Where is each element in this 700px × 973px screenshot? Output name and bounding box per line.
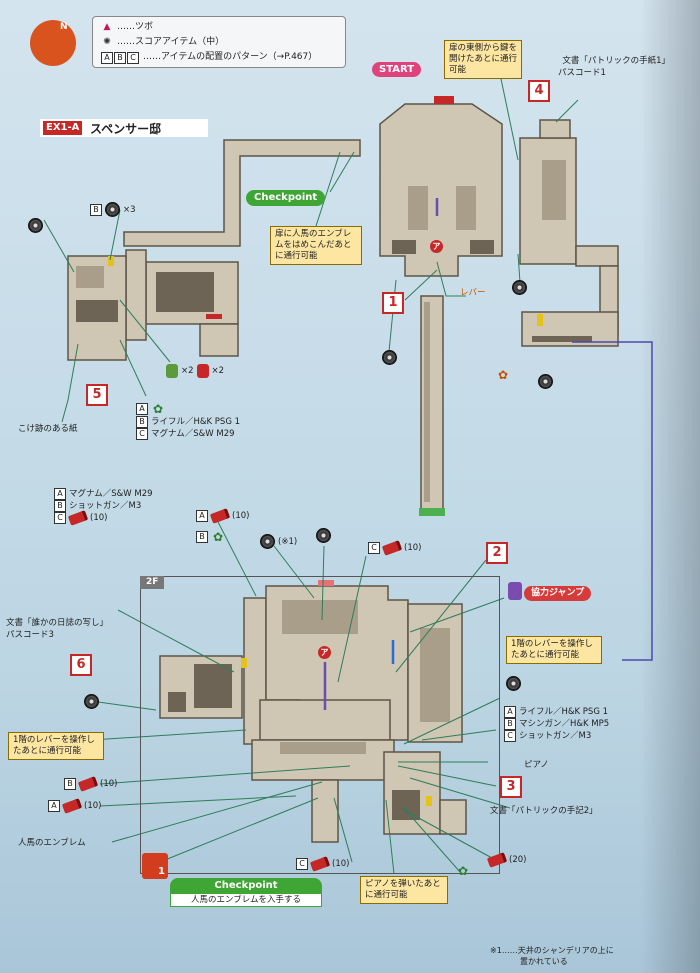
- northwest-corridor: [123, 139, 361, 247]
- footnote: ※1……天井のシャンデリアの上に 置かれている: [490, 946, 614, 966]
- doc3-label: 文書「誰かの日誌の写し」: [6, 618, 109, 628]
- note-east-door: 扉の東側から鍵を開けたあとに通行可能: [444, 40, 522, 79]
- herb-icon: ✿: [152, 402, 164, 416]
- compass-north-label: N: [60, 22, 68, 32]
- compass-icon: [30, 20, 76, 66]
- item-c-ammo: C (10): [368, 540, 421, 556]
- marker-6: 6: [70, 654, 92, 676]
- item-a-ammo: A (10): [196, 508, 249, 524]
- section-title-bar: EX1-A スペンサー邸: [40, 119, 208, 137]
- checkpoint-2f: Checkpoint 人馬のエンブレムを入手する: [170, 878, 322, 907]
- ammo-icon: [61, 798, 83, 814]
- start-marker: START: [372, 62, 422, 77]
- coop-jump-icon: [508, 582, 522, 600]
- score-item-icon: [28, 218, 43, 233]
- item-a-herb: A ✿: [136, 402, 165, 416]
- item-ammo-20: (20): [486, 852, 526, 868]
- handgun-marker: 1: [142, 853, 168, 879]
- pass3-label: パスコード3: [6, 630, 54, 640]
- marker-a-2f: ア: [318, 646, 331, 659]
- ammo-icon: [381, 540, 403, 556]
- note-lever-top: 1階のレバーを操作したあとに通行可能: [506, 636, 602, 664]
- herb-icon: ✿: [497, 368, 509, 382]
- red-jar-icon: [196, 364, 209, 378]
- marker-a-1f: ア: [430, 240, 443, 253]
- ammo-icon: [67, 510, 89, 526]
- item-b-herb: B ✿: [196, 530, 225, 544]
- score-item-icon: [538, 374, 553, 389]
- item-a-ammo-2f: A (10): [48, 798, 101, 814]
- map-legend: ▲……ツボ ✺……スコアアイテム（中） A B C ……アイテムの配置のパターン…: [92, 16, 346, 68]
- herb-icon: ✿: [212, 530, 224, 544]
- chandelier-score: (※1): [260, 534, 297, 549]
- legend-score: ✺……スコアアイテム（中）: [101, 35, 337, 50]
- ammo-icon: [486, 852, 508, 868]
- doc1-label: 文書「パトリックの手紙1」: [562, 56, 670, 66]
- score-item-icon: [506, 676, 521, 691]
- item-b-ammo-2f: B (10): [64, 776, 117, 792]
- score-item-icon: [382, 350, 397, 365]
- score-item-icon: [260, 534, 275, 549]
- ammo-icon: [209, 508, 231, 524]
- marker-2: 2: [486, 542, 508, 564]
- list-item: C(10): [54, 510, 153, 526]
- checkpoint-1f: Checkpoint: [246, 190, 326, 206]
- piano-label: ピアノ: [524, 760, 549, 770]
- legend-pattern: A B C ……アイテムの配置のパターン（→P.467）: [101, 50, 337, 65]
- marker-5: 5: [86, 384, 108, 406]
- page-edge-shadow: [640, 0, 700, 973]
- item-green-herb-jar: ×2 ×2: [166, 364, 224, 378]
- pot-icon: ▲: [103, 22, 111, 32]
- pass1-label: パスコード1: [558, 68, 606, 78]
- item-c-ammo-2f: C (10): [296, 856, 349, 872]
- floor-2f-frame: [140, 576, 500, 874]
- floor-2f-label: 2F: [140, 576, 165, 589]
- score-item-icon: ✺: [103, 37, 111, 47]
- score-item-icon: [512, 280, 527, 295]
- item-b-rings: B ×3: [90, 202, 136, 217]
- pattern-letters: A B C: [101, 51, 139, 64]
- herb-icon: ✿: [457, 864, 469, 878]
- legend-pot: ▲……ツボ: [101, 20, 337, 35]
- ammo-icon: [77, 776, 99, 792]
- green-jar-icon: [166, 364, 178, 378]
- ring-icon: [105, 202, 120, 217]
- doc2-label: 文書「パトリックの手記2」: [490, 806, 598, 816]
- lever-label: レバー: [460, 288, 486, 298]
- note-lever-left: 1階のレバーを操作したあとに通行可能: [8, 732, 104, 760]
- section-title: スペンサー邸: [90, 122, 162, 136]
- emblem-label: 人馬のエンブレム: [18, 838, 86, 848]
- score-item-icon: [316, 528, 331, 543]
- main-hall: [379, 103, 503, 277]
- score-item-icon: [84, 694, 99, 709]
- coop-jump-label: 協力ジャンプ: [524, 586, 592, 601]
- marker-1: 1: [382, 292, 404, 314]
- marker-3: 3: [500, 776, 522, 798]
- section-tag: EX1-A: [43, 121, 83, 135]
- moss-paper-label: こけ跡のある紙: [18, 424, 78, 434]
- ammo-icon: [309, 856, 331, 872]
- checkpoint-2f-desc: 人馬のエンブレムを入手する: [170, 894, 322, 907]
- note-piano: ピアノを弾いたあとに通行可能: [360, 876, 448, 904]
- note-emblem-door: 扉に人馬のエンブレムをはめこんだあとに通行可能: [270, 226, 362, 265]
- marker-4: 4: [528, 80, 550, 102]
